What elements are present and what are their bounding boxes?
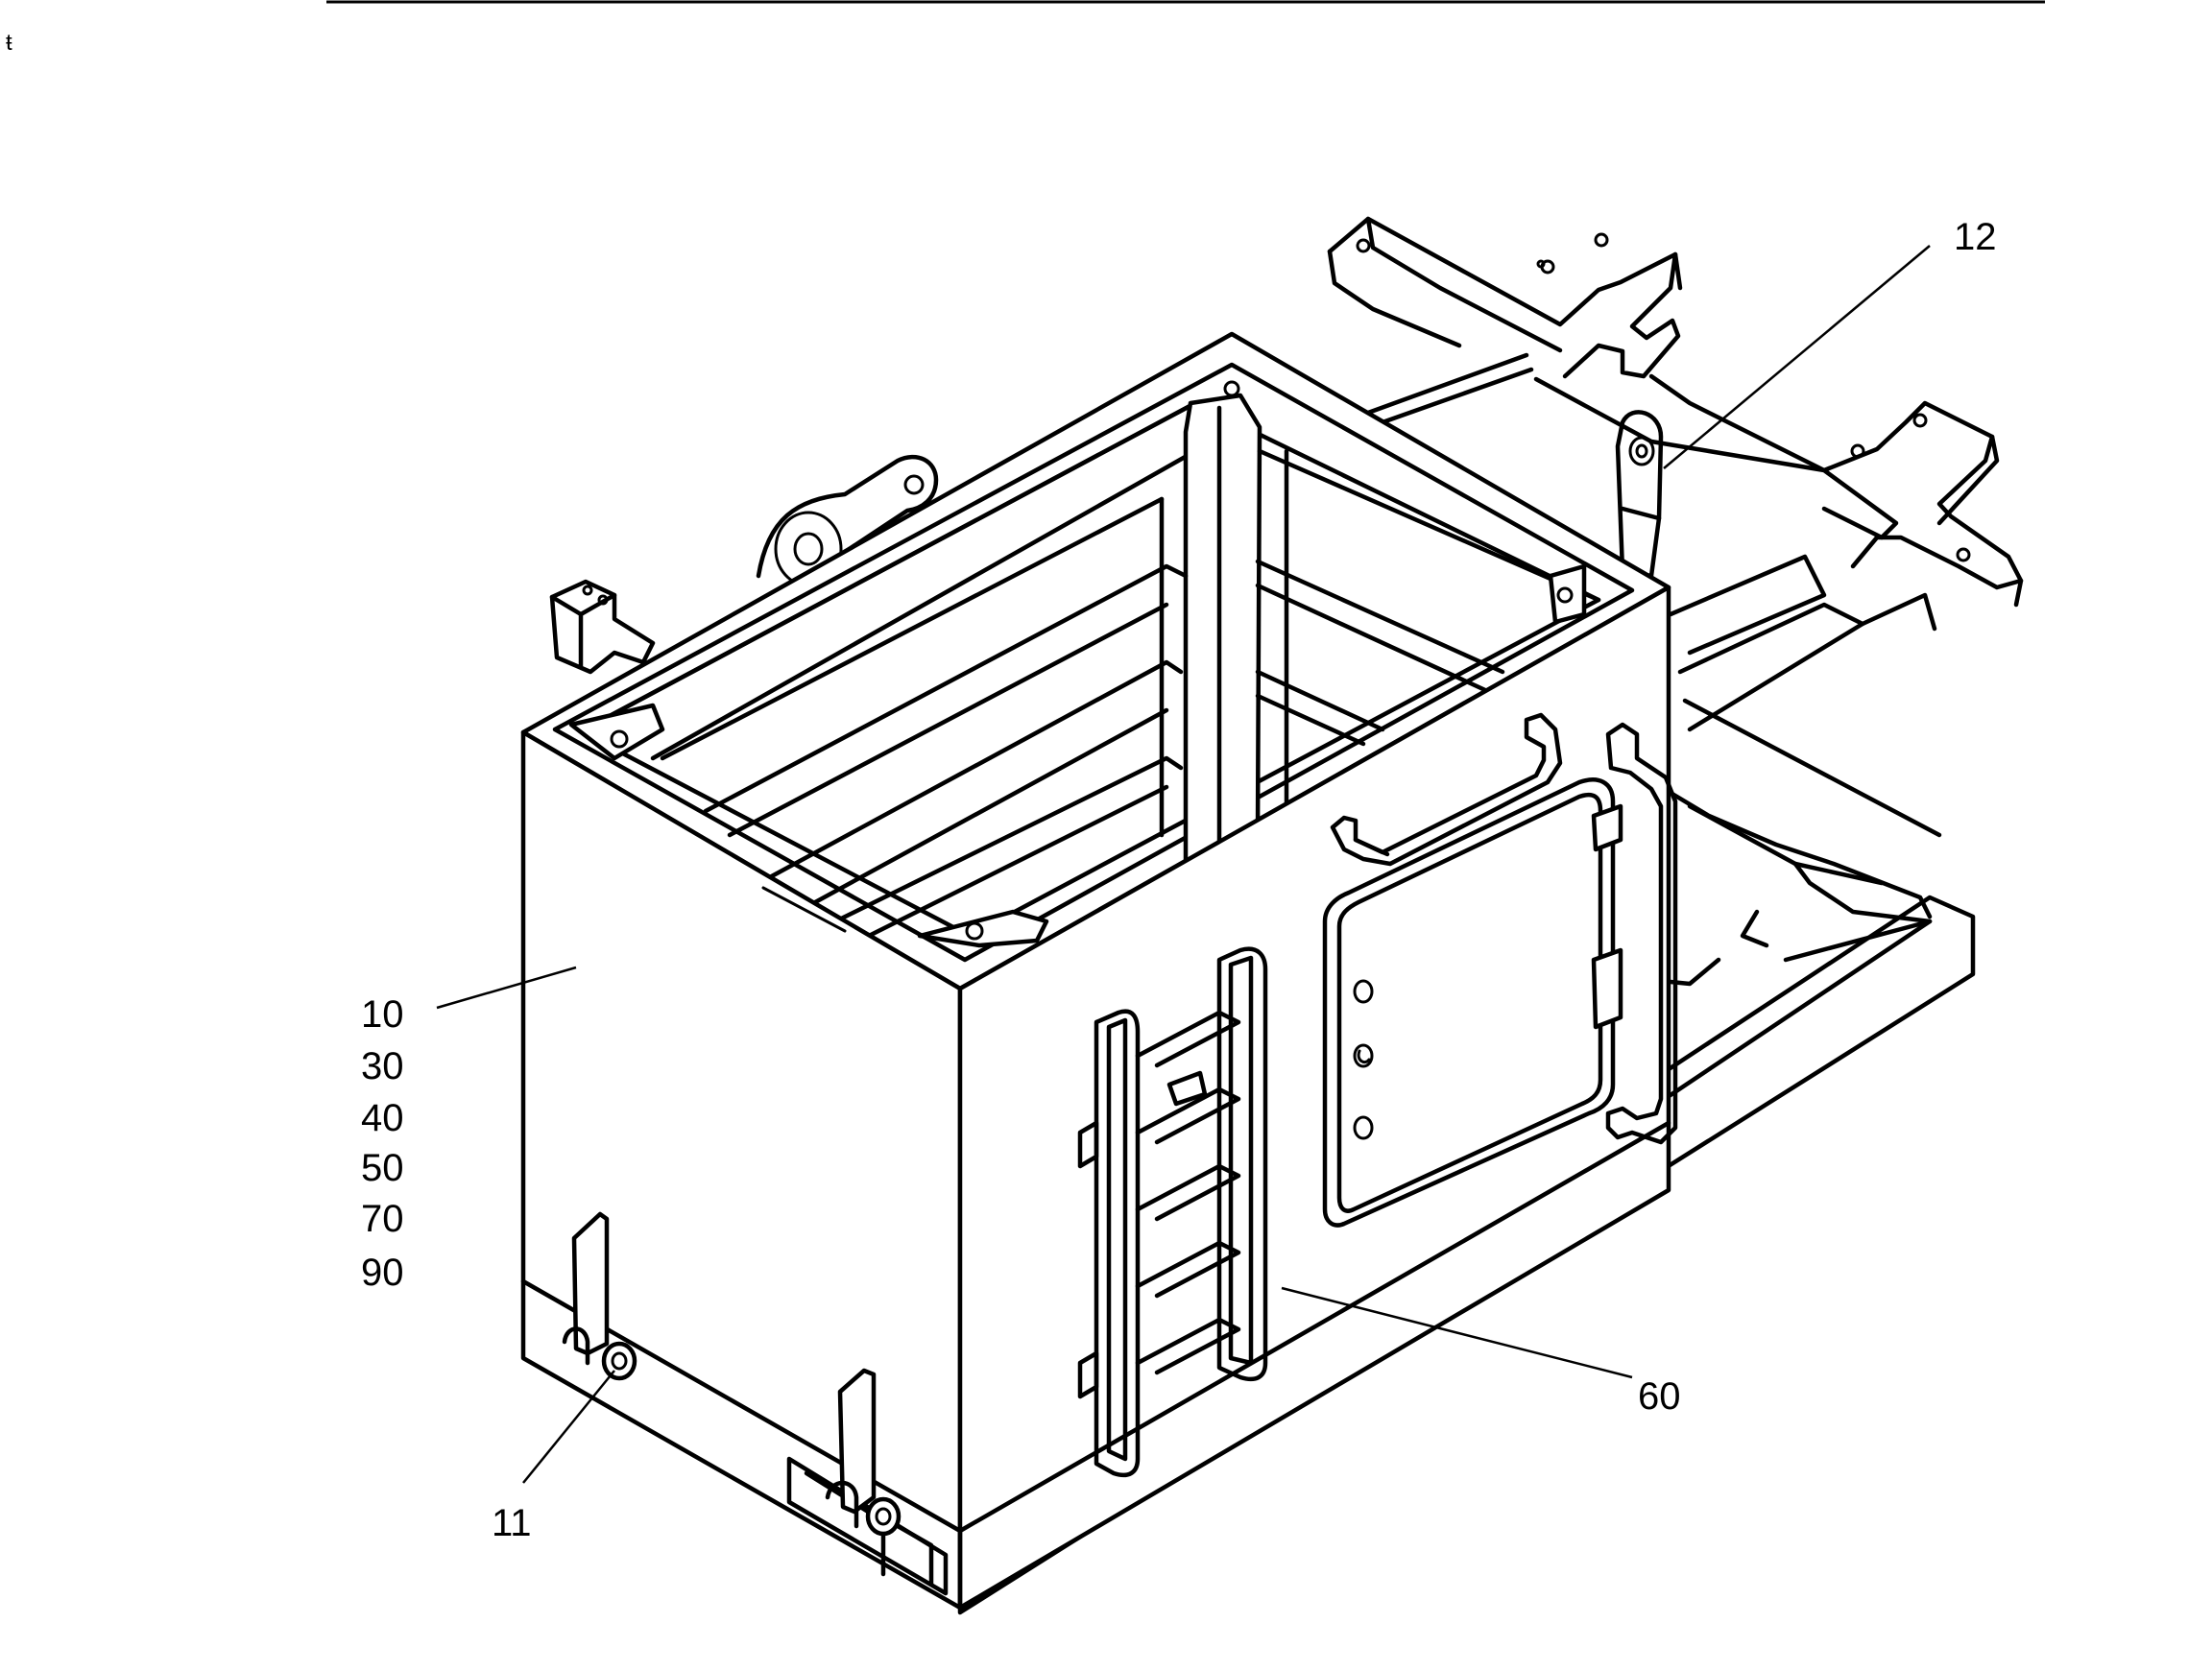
callout-60-label: 60	[1638, 1375, 1681, 1418]
callout-11: 11	[492, 1370, 615, 1544]
scan-mark: ŧ	[6, 30, 12, 56]
callout-60: 60	[1281, 1286, 1681, 1418]
access-door	[1322, 777, 1623, 1228]
container-box	[520, 331, 1671, 1611]
callout-40-label: 40	[361, 1097, 404, 1139]
callout-10-label: 10	[361, 993, 404, 1036]
lifting-lug-front	[825, 1368, 902, 1537]
callout-12: 12	[1663, 216, 1997, 469]
callout-11-label: 11	[492, 1502, 532, 1544]
callout-group-10: 10 30 40 50 70 90	[361, 966, 577, 1294]
callout-50-label: 50	[361, 1147, 404, 1189]
grab-handle-top	[1330, 712, 1563, 867]
callout-90-label: 90	[361, 1252, 404, 1294]
ladder-60	[1077, 946, 1268, 1478]
lifting-lug-11	[562, 1211, 637, 1381]
callout-30-label: 30	[361, 1045, 404, 1087]
grab-handle-right	[1605, 722, 1678, 1145]
callout-12-label: 12	[1954, 216, 1997, 258]
callout-70-label: 70	[361, 1198, 404, 1240]
